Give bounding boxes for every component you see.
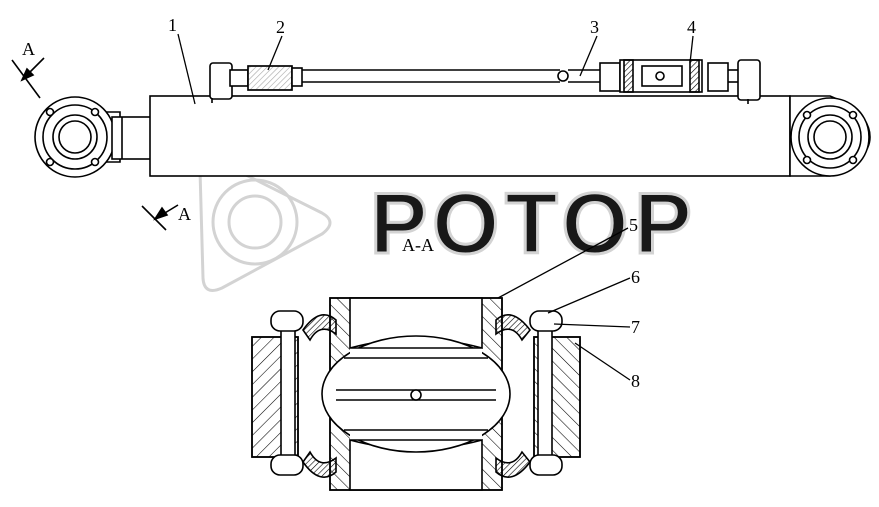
callout-1: 1 — [168, 15, 177, 35]
cylinder-barrel — [149, 95, 791, 177]
left-eye-mount — [34, 96, 121, 178]
cylinder-side-view — [34, 59, 871, 178]
watermark-text: РОТОР — [370, 176, 698, 272]
pipeline — [209, 59, 761, 104]
section-label-top: A — [22, 39, 35, 59]
right-eye-mount — [789, 95, 871, 177]
section-marker-top — [11, 57, 45, 99]
section-title: A-A — [402, 235, 434, 255]
callout-6: 6 — [631, 267, 640, 287]
section-label-bottom: A — [178, 204, 191, 224]
callout-4: 4 — [687, 17, 696, 37]
callout-5: 5 — [629, 215, 638, 235]
watermark: РОТОР — [198, 154, 698, 292]
section-view — [251, 297, 581, 491]
callout-numbers: 1 2 3 4 5 6 7 8 — [168, 15, 696, 391]
section-marker-bottom — [141, 204, 179, 231]
callout-leaders — [177, 33, 694, 381]
piston-rod — [111, 116, 153, 160]
callout-7: 7 — [631, 317, 640, 337]
callout-8: 8 — [631, 371, 640, 391]
callout-2: 2 — [276, 17, 285, 37]
callout-3: 3 — [590, 17, 599, 37]
